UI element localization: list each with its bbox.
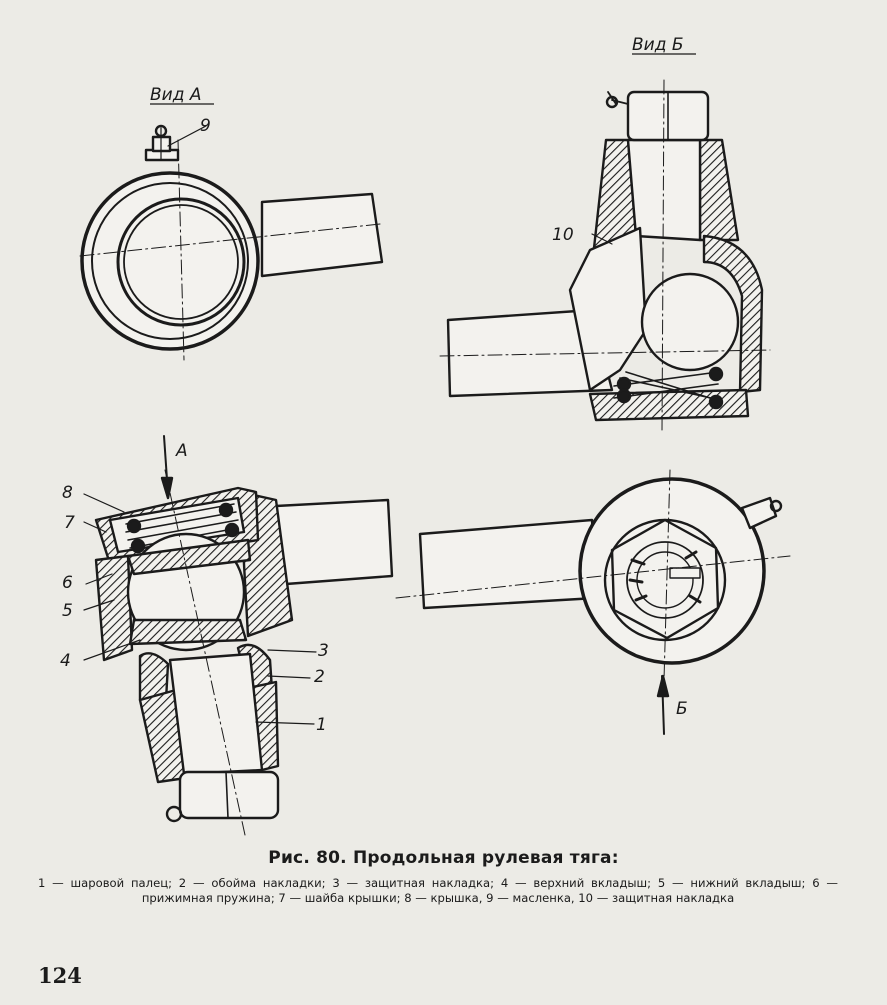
arrow-b-label: Б — [676, 699, 688, 719]
end-view-drawing — [395, 469, 791, 735]
leader-lines — [83, 125, 613, 725]
callout-5: 5 — [62, 601, 73, 621]
view-a-drawing — [79, 124, 384, 361]
callout-7: 7 — [64, 513, 75, 533]
view-a-title: Вид А — [150, 85, 202, 105]
callout-10: 10 — [552, 225, 574, 245]
section-drawing — [94, 435, 394, 836]
callout-9: 9 — [200, 116, 211, 136]
arrow-a-label: А — [175, 441, 188, 461]
callout-1: 1 — [316, 715, 327, 735]
callout-2: 2 — [314, 667, 325, 687]
callout-4: 4 — [60, 651, 71, 671]
view-b-drawing — [439, 79, 771, 431]
callout-8: 8 — [62, 483, 73, 503]
callout-6: 6 — [62, 573, 73, 593]
page-number: 124 — [38, 963, 82, 988]
callout-3: 3 — [318, 641, 329, 661]
figure-caption-legend: 1 — шаровой палец; 2 — обойма накладки; … — [38, 876, 838, 905]
technical-drawing: Вид А Вид Б А Б 9 10 8 7 6 5 4 3 2 1 — [60, 35, 791, 836]
figure-caption-title: Рис. 80. Продольная рулевая тяга: — [268, 848, 619, 868]
view-b-title: Вид Б — [632, 35, 684, 55]
